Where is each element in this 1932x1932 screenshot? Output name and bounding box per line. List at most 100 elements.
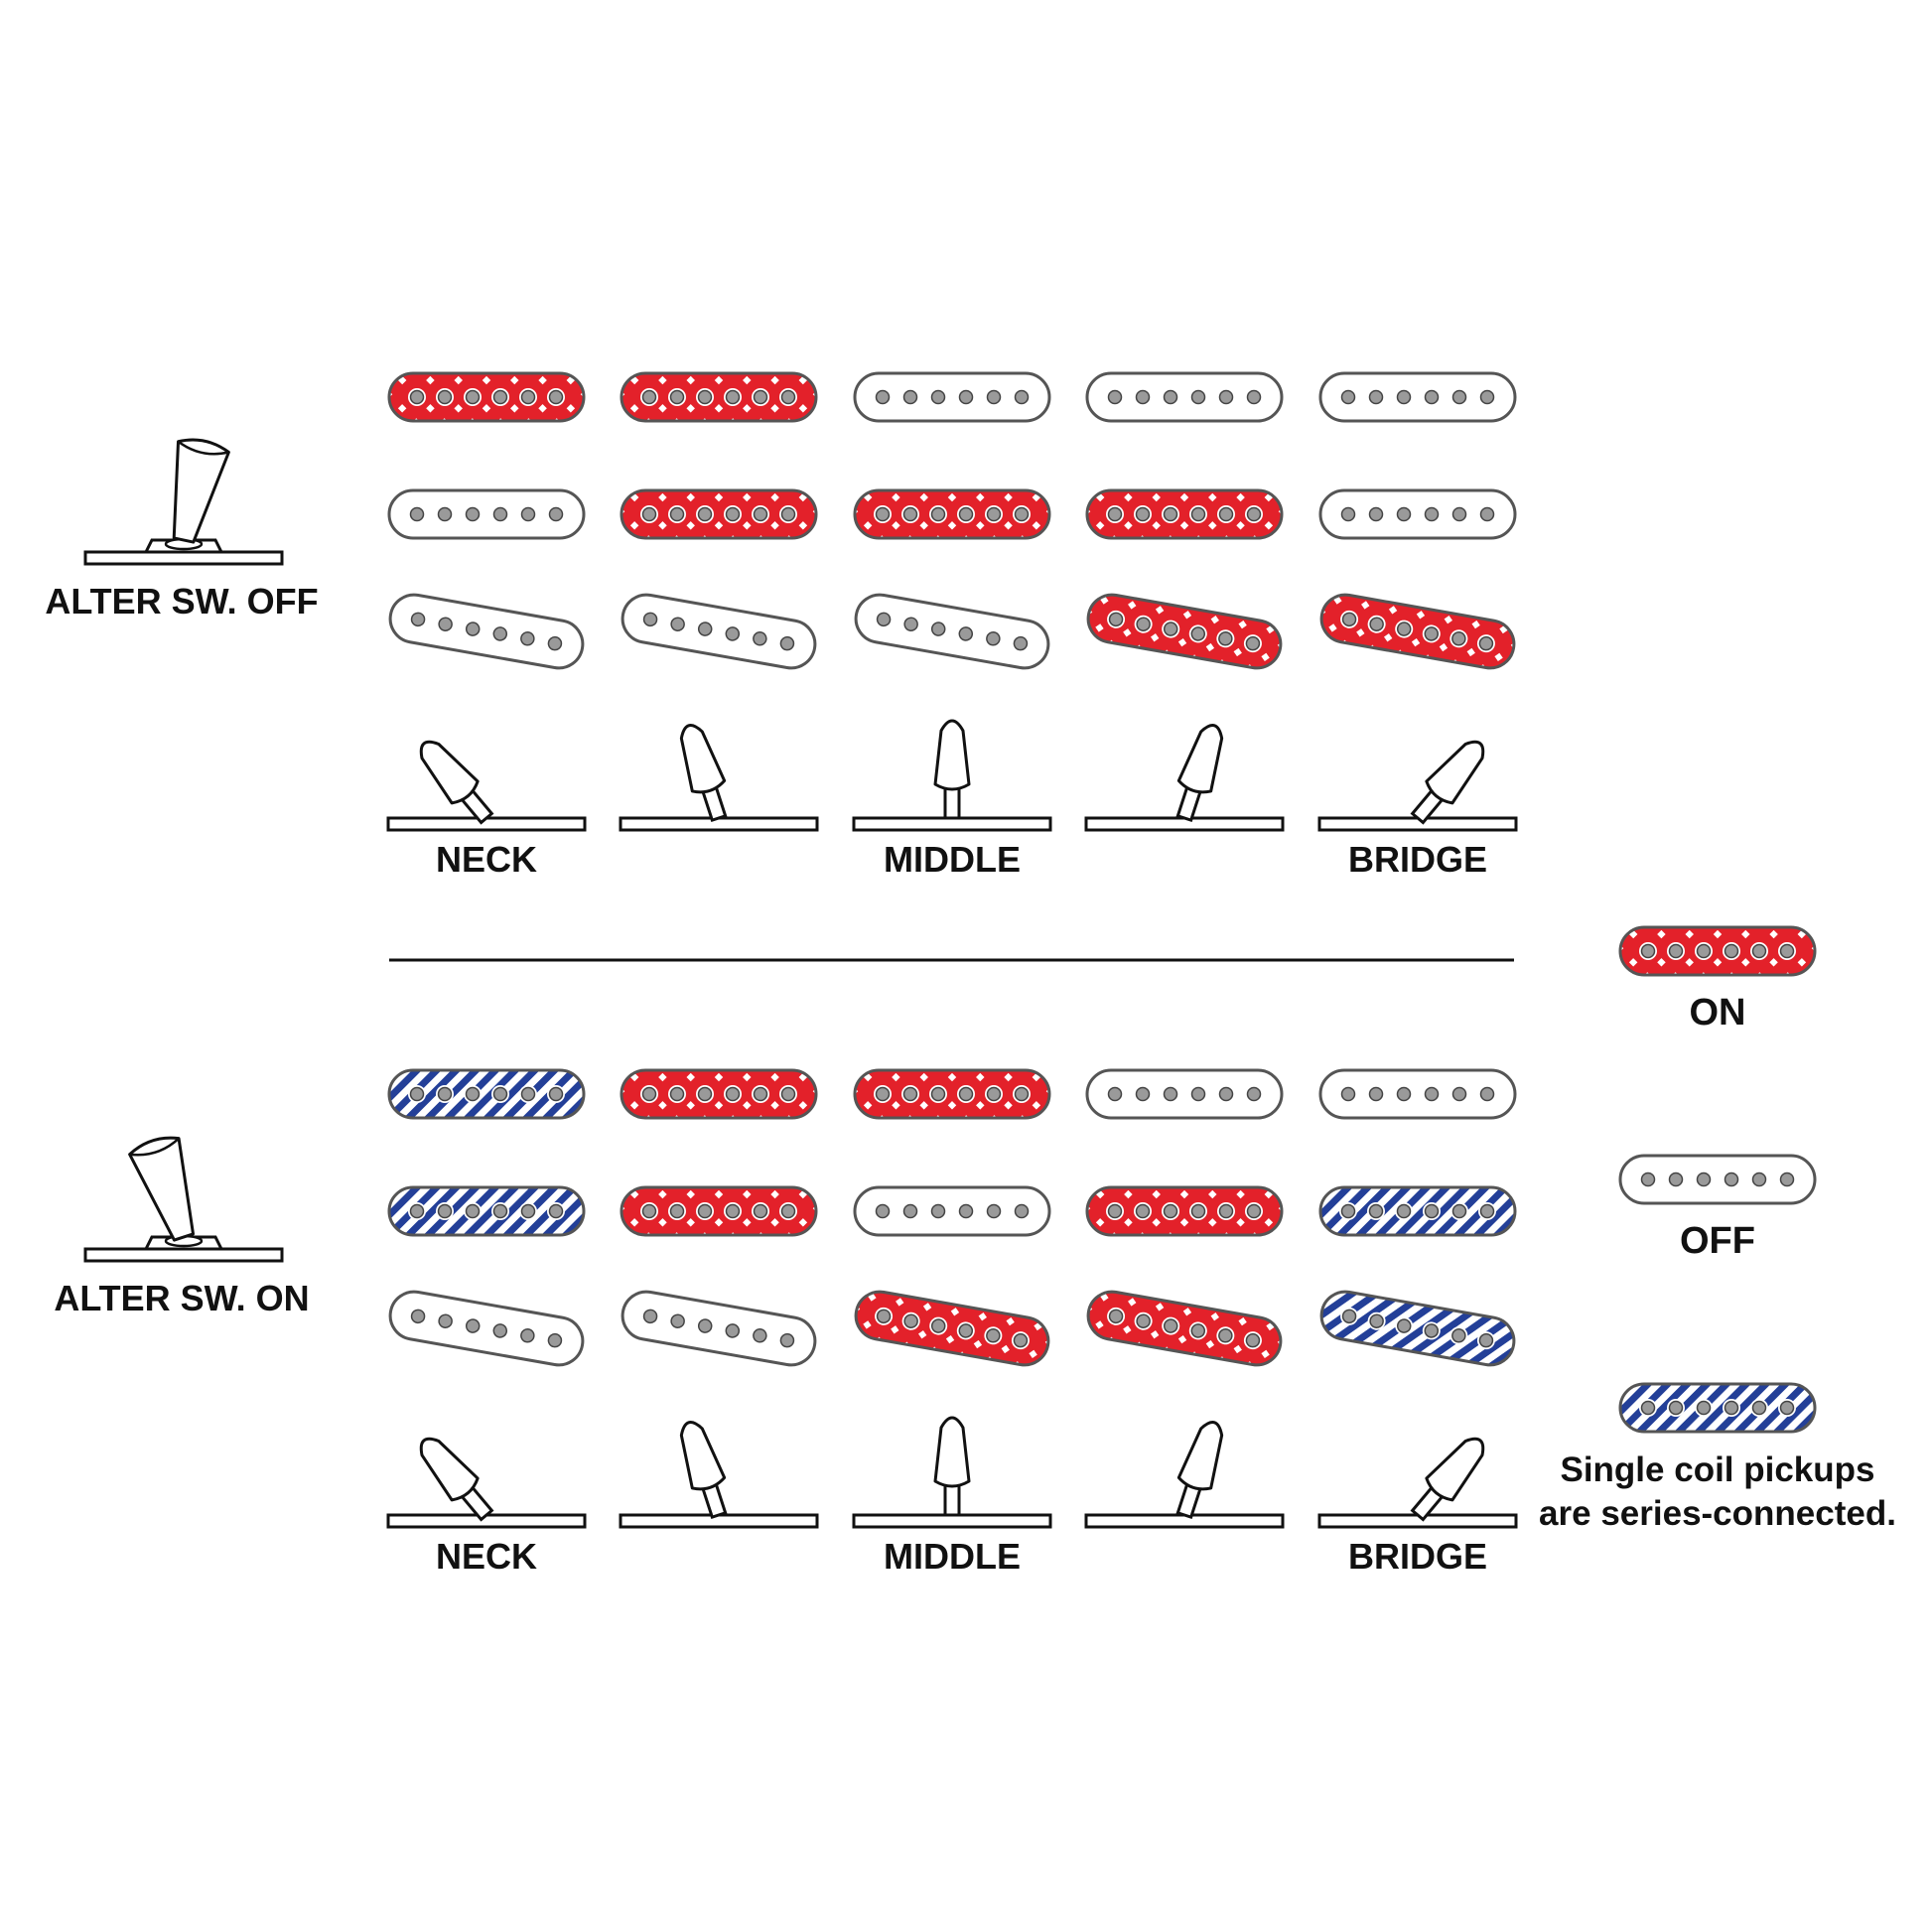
pole-piece [1108,1309,1124,1324]
pole-piece [1190,1323,1206,1338]
pickup-cover [1318,488,1517,540]
pole-piece [1640,1400,1656,1416]
pickup-row-middle [387,488,1517,540]
pole-piece [1479,1203,1495,1219]
bridge-pickup-series [1319,1290,1516,1367]
switch-lever [1175,1421,1224,1520]
pole-piece [1396,1318,1412,1333]
pole-piece [986,1328,1001,1343]
alter-switch-on-icon [83,1136,284,1263]
pole-piece [1135,389,1151,405]
pole-piece [1368,506,1384,522]
neck-pickup-on [853,1068,1051,1120]
pole-piece [410,1309,426,1324]
position-label-middle: MIDDLE [884,1536,1021,1577]
pole-piece [875,389,891,405]
pole-piece [642,612,658,627]
pickup-cover [620,488,818,540]
pole-piece [465,389,481,405]
pole-piece [1218,1328,1233,1343]
pickup-cover [1618,925,1817,977]
pole-piece [1451,631,1466,646]
pole-piece [1668,943,1684,959]
pole-piece [548,389,564,405]
position-label-bridge: BRIDGE [1348,1536,1487,1577]
pole-piece [958,506,974,522]
pole-piece [1218,389,1234,405]
pole-piece [437,1203,453,1219]
pole-piece [520,1203,536,1219]
pole-piece [986,1203,1002,1219]
pickup-cover [621,1290,817,1367]
pickup-cover [1085,488,1284,540]
pole-piece [779,635,795,651]
pole-piece [902,1203,918,1219]
pickup-row-bridge [388,1290,1516,1367]
legend-series-label: Single coil pickups [1560,1450,1874,1489]
pole-piece [753,631,767,646]
position-label-neck: NECK [436,1536,537,1577]
pole-piece [1190,506,1206,522]
selector-switch-position-2-icon [619,1421,819,1529]
pole-piece [930,1086,946,1102]
middle-pickup-on [853,488,1051,540]
switch-lever [1410,1437,1485,1522]
pole-piece [1368,1086,1384,1102]
neck-pickup-on [620,1068,818,1120]
middle-pickup-off [387,488,586,540]
pole-piece [1340,506,1356,522]
pole-piece [520,506,536,522]
pole-piece [1108,612,1124,627]
pickup-cover [387,1185,586,1237]
middle-pickup-series [387,1185,586,1237]
pole-piece [725,506,741,522]
pole-piece [465,621,481,636]
switch-lever [933,1416,971,1517]
pole-piece [753,1328,767,1343]
switch-lever [1410,740,1485,825]
pole-piece [725,1323,741,1338]
pole-piece [1369,1313,1384,1328]
pole-piece [670,1313,685,1328]
pole-piece [697,389,713,405]
pole-piece [697,1086,713,1102]
pole-piece [930,389,946,405]
switch-plate [1084,816,1285,832]
pole-piece [1368,389,1384,405]
pole-piece [875,506,891,522]
pickup-cover [853,488,1051,540]
pickup-cover [388,593,585,670]
switch-plate [619,816,819,832]
pole-piece [1246,506,1262,522]
pickup-cover [1319,593,1516,670]
pole-piece [986,1086,1002,1102]
pole-piece [1751,1400,1767,1416]
pole-piece [876,1309,892,1324]
pole-piece [1190,626,1206,641]
pole-piece [547,1332,563,1348]
pole-piece [725,1203,741,1219]
pole-piece [1478,1332,1494,1348]
pole-piece [1135,506,1151,522]
pole-piece [1640,1172,1656,1187]
pole-piece [1451,389,1467,405]
pole-piece [1779,943,1795,959]
pole-piece [725,389,741,405]
pole-piece [725,1086,741,1102]
legend-item-on: ON [1618,925,1817,1034]
switch-lever [419,1437,494,1522]
pole-piece [930,1203,946,1219]
pole-piece [670,617,685,631]
pole-piece [1246,1086,1262,1102]
selector-switch-position-5-icon [1317,740,1518,832]
pole-piece [780,389,796,405]
pickup-cover [387,1068,586,1120]
pole-piece [1246,389,1262,405]
pole-piece [642,1309,658,1324]
pole-piece [465,1086,481,1102]
switch-plate [852,1513,1052,1529]
pole-piece [1779,1400,1795,1416]
pole-piece [438,1313,453,1328]
